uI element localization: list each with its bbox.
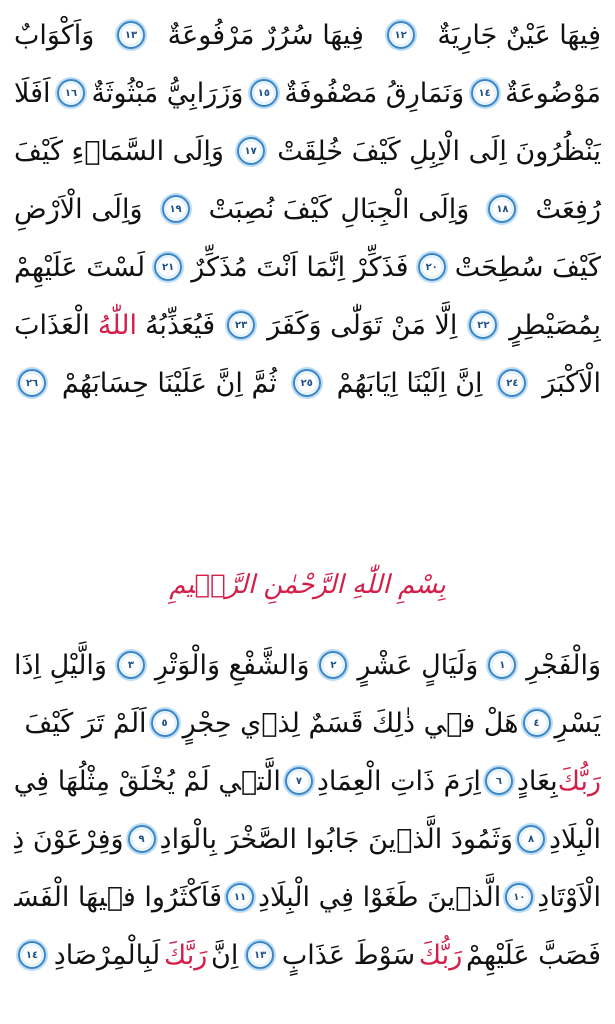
verse-text: وَنَمَارِقُ مَصْفُوفَةٌ bbox=[284, 77, 465, 109]
ayah-number-marker: ١٣ bbox=[246, 941, 275, 969]
ayah-number-marker: ٢٥ bbox=[292, 369, 321, 397]
verse-text: يَسْرِ bbox=[554, 707, 602, 739]
verse-text: هَلْ ف۪ي ذٰلِكَ قَسَمٌ لِذ۪ي حِجْرٍ bbox=[182, 707, 519, 739]
ayah-number-marker: ١٤ bbox=[18, 941, 47, 969]
verse-text: الْبِلَادِ bbox=[548, 823, 601, 855]
verse-text: وَاَكْوَابٌ bbox=[14, 19, 95, 51]
verse-text: فَصَبَّ عَلَيْهِمْ bbox=[465, 939, 601, 971]
surah-ghashiya-ending: فِيهَا عَيْنٌ جَارِيَةٌ ١٢ فِيهَا سُرُرٌ م… bbox=[14, 6, 601, 412]
bottom-line: فَصَبَّ عَلَيْهِمْرَبُّكَسَوْطَ عَذَابٍ١… bbox=[14, 926, 601, 984]
verse-text: مَوْضُوعَةٌ bbox=[505, 77, 601, 109]
verse-text: بِمُصَيْطِرٍ bbox=[509, 309, 601, 341]
verse-text: الْاَكْبَرَ bbox=[542, 367, 601, 399]
divine-name-text: اللّٰهُ bbox=[97, 309, 138, 341]
divine-name-text: رَبَّكَ bbox=[164, 939, 208, 971]
verse-text: وَالَّيْلِ اِذَا bbox=[14, 649, 107, 681]
verse-text: رُفِعَتْ bbox=[535, 193, 601, 225]
top-line: بِمُصَيْطِرٍ ٢٢ اِلَّا مَنْ تَوَلّٰى وَكَف… bbox=[14, 296, 601, 354]
ayah-number-marker: ١٤ bbox=[470, 79, 499, 107]
verse-text: كَيْفَ سُطِحَتْ bbox=[454, 251, 601, 283]
verse-text: وَفِرْعَوْنَ ذِي bbox=[14, 823, 124, 855]
top-line: فِيهَا عَيْنٌ جَارِيَةٌ ١٢ فِيهَا سُرُرٌ م… bbox=[14, 6, 601, 64]
top-line: كَيْفَ سُطِحَتْ ٢٠ فَذَكِّرْ اِنَّمَا اَنْ… bbox=[14, 238, 601, 296]
ayah-number-marker: ٩ bbox=[127, 825, 156, 853]
verse-text: وَالْفَجْرِ bbox=[526, 649, 601, 681]
ayah-number-marker: ١٩ bbox=[161, 195, 190, 223]
ayah-number-marker: ١٠ bbox=[505, 883, 534, 911]
verse-text: سَوْطَ عَذَابٍ bbox=[281, 939, 416, 971]
ayah-number-marker: ٨ bbox=[516, 825, 545, 853]
ayah-number-marker: ٢ bbox=[319, 651, 348, 679]
verse-text: اَلَمْ تَرَ كَيْفَ فَعَلَ bbox=[14, 707, 147, 739]
verse-text: ثُمَّ اِنَّ عَلَيْنَا حِسَابَهُمْ bbox=[61, 367, 277, 399]
ayah-number-marker: ٢٦ bbox=[18, 369, 47, 397]
verse-text: فَذَكِّرْ اِنَّمَا اَنْتَ مُذَكِّرٌ bbox=[191, 251, 409, 283]
verse-text: وَاِلَى السَّمَاۤءِ كَيْفَ bbox=[14, 135, 224, 167]
verse-text: لَبِالْمِرْصَادِ bbox=[53, 939, 161, 971]
surah-fajr-opening: وَالْفَجْرِ ١ وَلَيَالٍ عَشْرٍ ٢ وَالشَّفْعِ… bbox=[14, 636, 601, 984]
ayah-number-marker: ٥ bbox=[150, 709, 179, 737]
verse-text: اِرَمَ ذَاتِ الْعِمَادِ bbox=[316, 765, 481, 797]
verse-text: فِيهَا سُرُرٌ مَرْفُوعَةٌ bbox=[167, 19, 364, 51]
ayah-number-marker: ٢٤ bbox=[498, 369, 527, 397]
ayah-number-marker: ٢٠ bbox=[417, 253, 446, 281]
ayah-number-marker: ٢١ bbox=[154, 253, 183, 281]
verse-text: فِيهَا عَيْنٌ جَارِيَةٌ bbox=[437, 19, 601, 51]
ayah-number-marker: ١ bbox=[488, 651, 517, 679]
verse-text: الَّذ۪ينَ طَغَوْا فِي الْبِلَادِ bbox=[257, 881, 502, 913]
verse-text: لَسْتَ عَلَيْهِمْ bbox=[14, 251, 146, 283]
ayah-number-marker: ١٨ bbox=[488, 195, 517, 223]
verse-text: يَنْظُرُونَ اِلَى الْاِبِلِ كَيْفَ خُلِق… bbox=[277, 135, 601, 167]
verse-text: وَاِلَى الْاَرْضِ bbox=[14, 193, 143, 225]
ayah-number-marker: ٤ bbox=[522, 709, 551, 737]
ayah-number-marker: ٧ bbox=[284, 767, 313, 795]
verse-text: اِنَّ bbox=[211, 939, 239, 971]
ayah-number-marker: ١٣ bbox=[116, 21, 145, 49]
ayah-number-marker: ٦ bbox=[484, 767, 513, 795]
top-line: رُفِعَتْ ١٨ وَاِلَى الْجِبَالِ كَيْفَ نُصِ… bbox=[14, 180, 601, 238]
ayah-number-marker: ١٧ bbox=[236, 137, 265, 165]
verse-text: بِعَادٍ bbox=[516, 765, 558, 797]
divine-name-text: رَبُّكَ bbox=[418, 939, 463, 971]
basmala: بِسْمِ اللّٰهِ الرَّحْمٰنِ الرَّح۪يمِ bbox=[169, 570, 446, 600]
ayah-number-marker: ٢٢ bbox=[469, 311, 498, 339]
top-line: يَنْظُرُونَ اِلَى الْاِبِلِ كَيْفَ خُلِق… bbox=[14, 122, 601, 180]
ayah-number-marker: ١٥ bbox=[249, 79, 278, 107]
verse-text: وَلَيَالٍ عَشْرٍ bbox=[357, 649, 479, 681]
ayah-number-marker: ٣ bbox=[116, 651, 145, 679]
divine-name-text: رَبُّكَ bbox=[557, 765, 601, 797]
verse-text: فَاَكْثَرُوا ف۪يهَا الْفَسَادَ bbox=[14, 881, 222, 913]
verse-text: الْاَوْتَادِ bbox=[537, 881, 601, 913]
ayah-number-marker: ٢٣ bbox=[227, 311, 256, 339]
verse-text: اِلَّا مَنْ تَوَلّٰى وَكَفَرَ bbox=[267, 309, 458, 341]
verse-text: الَّت۪ي لَمْ يُخْلَقْ مِثْلُهَا فِي bbox=[14, 765, 281, 797]
bottom-line: وَالْفَجْرِ ١ وَلَيَالٍ عَشْرٍ ٢ وَالشَّفْعِ… bbox=[14, 636, 601, 694]
ayah-number-marker: ١٢ bbox=[386, 21, 415, 49]
verse-text: فَيُعَذِّبُهُ bbox=[144, 309, 216, 341]
ayah-number-marker: ١١ bbox=[225, 883, 254, 911]
verse-text: وَثَمُودَ الَّذ۪ينَ جَابُوا الصَّخْرَ بِ… bbox=[159, 823, 513, 855]
verse-text: الْعَذَابَ bbox=[14, 309, 90, 341]
verse-text: وَالشَّفْعِ وَالْوَتْرِ bbox=[154, 649, 310, 681]
verse-text: وَزَرَابِيُّ مَبْثُوثَةٌ bbox=[91, 77, 244, 109]
top-line: الْاَكْبَرَ ٢٤ اِنَّ اِلَيْنَا اِيَابَهُمْ… bbox=[14, 354, 601, 412]
verse-text: اِنَّ اِلَيْنَا اِيَابَهُمْ bbox=[336, 367, 483, 399]
verse-text: وَاِلَى الْجِبَالِ كَيْفَ نُصِبَتْ bbox=[208, 193, 470, 225]
verse-text: اَفَلَا bbox=[14, 77, 51, 109]
ayah-number-marker: ١٦ bbox=[57, 79, 86, 107]
